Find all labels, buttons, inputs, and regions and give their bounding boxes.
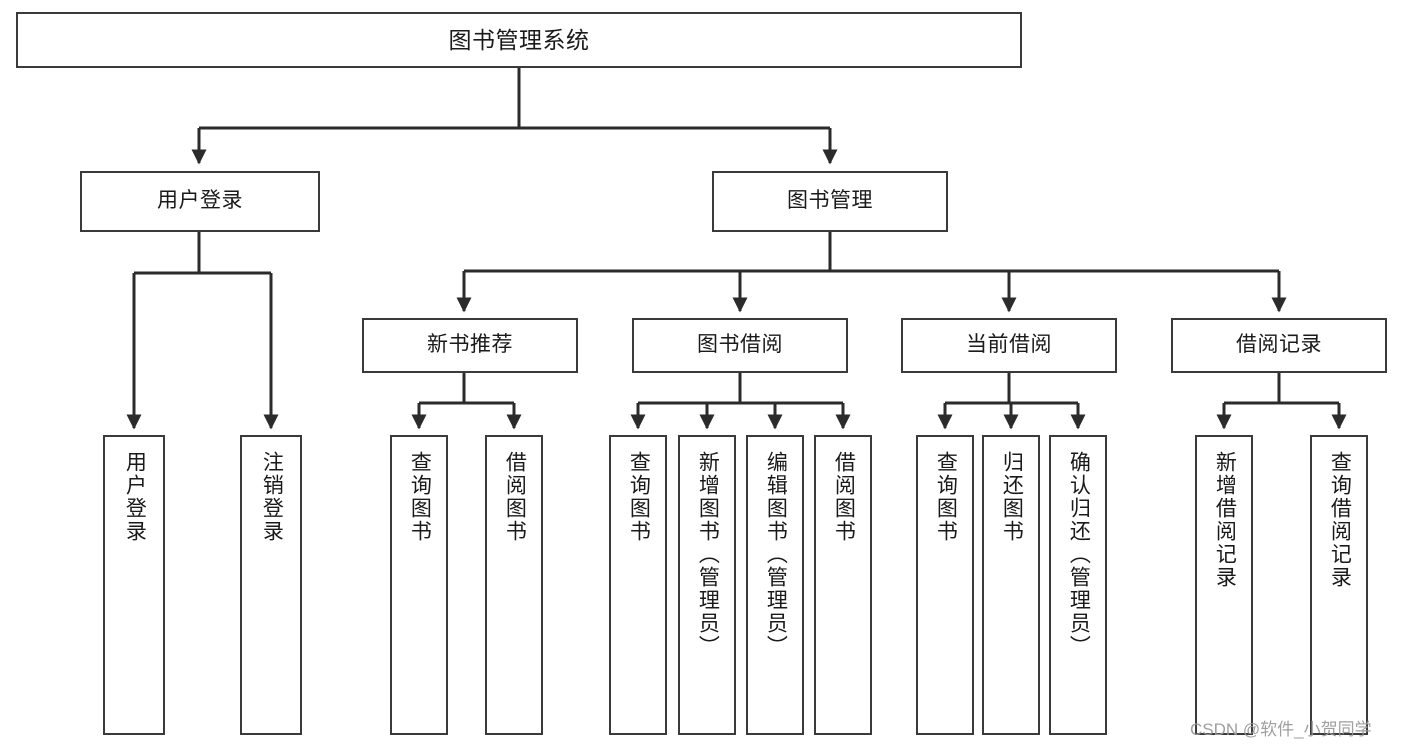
node-current-borrow-label: 当前借阅 [966, 333, 1052, 357]
node-leaf-confirm-return[interactable]: 确认归还（管理员） [1049, 435, 1107, 735]
node-book-management-label: 图书管理 [787, 189, 873, 213]
node-leaf-add-book[interactable]: 新增图书（管理员） [678, 435, 736, 735]
node-leaf-add-book-label: 新增图书（管理员） [696, 451, 720, 658]
node-leaf-user-login-label: 用户登录 [123, 451, 147, 543]
node-book-borrow-label: 图书借阅 [697, 333, 783, 357]
node-leaf-user-logout-label: 注销登录 [260, 451, 284, 543]
node-current-borrow[interactable]: 当前借阅 [901, 318, 1117, 373]
node-leaf-query-record[interactable]: 查询借阅记录 [1310, 435, 1368, 735]
node-user-login[interactable]: 用户登录 [80, 171, 320, 232]
node-borrow-record-label: 借阅记录 [1236, 333, 1322, 357]
node-leaf-query-book-2[interactable]: 查询图书 [609, 435, 667, 735]
node-borrow-record[interactable]: 借阅记录 [1171, 318, 1387, 373]
node-leaf-borrow-book-2-label: 借阅图书 [832, 451, 856, 543]
node-book-borrow[interactable]: 图书借阅 [632, 318, 848, 373]
node-leaf-return-book[interactable]: 归还图书 [982, 435, 1040, 735]
node-leaf-borrow-book-1[interactable]: 借阅图书 [485, 435, 543, 735]
node-leaf-query-book-3-label: 查询图书 [934, 451, 958, 543]
node-leaf-borrow-book-2[interactable]: 借阅图书 [814, 435, 872, 735]
node-user-login-label: 用户登录 [157, 189, 243, 213]
node-leaf-add-record[interactable]: 新增借阅记录 [1195, 435, 1253, 735]
node-leaf-query-record-label: 查询借阅记录 [1328, 451, 1352, 589]
node-root[interactable]: 图书管理系统 [16, 12, 1022, 68]
node-leaf-add-record-label: 新增借阅记录 [1213, 451, 1237, 589]
node-leaf-user-logout[interactable]: 注销登录 [240, 435, 302, 735]
node-root-label: 图书管理系统 [448, 26, 590, 53]
node-leaf-query-book-1[interactable]: 查询图书 [390, 435, 448, 735]
node-leaf-edit-book-label: 编辑图书（管理员） [764, 451, 788, 658]
node-leaf-confirm-return-label: 确认归还（管理员） [1067, 451, 1091, 658]
node-leaf-user-login[interactable]: 用户登录 [103, 435, 165, 735]
node-leaf-edit-book[interactable]: 编辑图书（管理员） [746, 435, 804, 735]
node-leaf-query-book-3[interactable]: 查询图书 [916, 435, 974, 735]
node-leaf-query-book-1-label: 查询图书 [408, 451, 432, 543]
node-new-book-recommend[interactable]: 新书推荐 [362, 318, 578, 373]
csdn-watermark: CSDN @软件_小贺同学 [1190, 720, 1372, 739]
node-leaf-return-book-label: 归还图书 [1000, 451, 1024, 543]
node-new-book-recommend-label: 新书推荐 [427, 333, 513, 357]
node-leaf-borrow-book-1-label: 借阅图书 [503, 451, 527, 543]
node-book-management[interactable]: 图书管理 [712, 171, 948, 232]
node-leaf-query-book-2-label: 查询图书 [627, 451, 651, 543]
